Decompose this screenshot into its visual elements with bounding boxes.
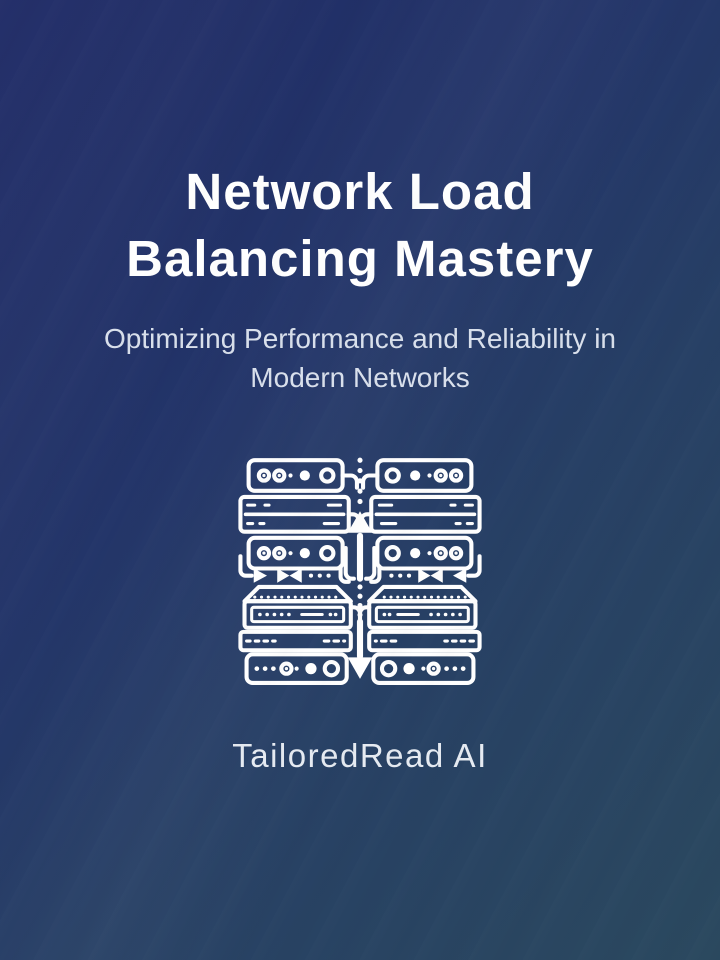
title-line-1: Network Load	[185, 163, 535, 220]
title-line-2: Balancing Mastery	[126, 230, 594, 288]
publisher-brand: TailoredRead AI	[232, 737, 488, 774]
book-title: Network Load Balancing Mastery	[126, 158, 594, 293]
subtitle-line-1: Optimizing Performance and Reliability i…	[104, 322, 616, 354]
subtitle-line-2: Modern Networks	[250, 361, 470, 393]
server-network-load-balancer-icon	[231, 452, 489, 685]
book-subtitle: Optimizing Performance and Reliability i…	[104, 319, 616, 397]
